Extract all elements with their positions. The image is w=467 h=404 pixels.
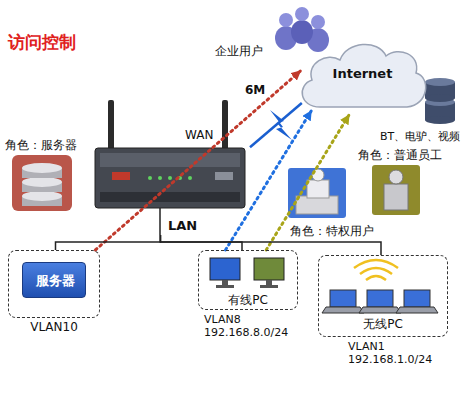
wired-pc-icon — [210, 258, 284, 288]
label-text: 角色：服务器 — [5, 138, 77, 152]
wifi-arc — [354, 260, 398, 268]
node-sublabel: VLAN8 192.168.8.0/24 — [204, 313, 304, 339]
label-text: BT、电驴、视频 — [380, 130, 460, 143]
led — [168, 176, 172, 180]
label-text: 6M — [245, 83, 265, 97]
laptop-base — [396, 307, 438, 313]
vlan-group: 有线PC VLAN8 192.168.8.0/24 — [198, 250, 308, 345]
label-text: 角色：特权用户 — [290, 224, 374, 238]
label-text: 角色：普通员工 — [358, 148, 442, 162]
node-label: WAN — [185, 128, 213, 142]
staff-icon — [372, 165, 420, 215]
node-sublabel: LAN — [168, 218, 197, 234]
person-head — [295, 7, 309, 21]
diagram-title: 访问控制 — [8, 32, 76, 52]
laptop-screen — [330, 290, 356, 307]
laptop-base — [359, 307, 401, 313]
person-body — [291, 20, 313, 44]
desk — [296, 196, 338, 214]
person-body — [307, 180, 329, 198]
cloud-node: Internet — [295, 35, 430, 115]
cylinder — [425, 78, 455, 86]
router-front — [100, 192, 240, 202]
disk — [22, 191, 62, 201]
label-text: 企业用户 — [215, 44, 263, 58]
traffic-arrow — [95, 71, 300, 250]
server-icon — [12, 155, 72, 211]
stand — [266, 280, 272, 285]
person-body — [384, 184, 408, 210]
person-head — [389, 170, 403, 184]
logo-mark — [215, 172, 233, 180]
person-head — [279, 13, 293, 27]
icon-ground — [12, 155, 72, 211]
cylinder — [425, 116, 455, 124]
node-label: VLAN10 — [8, 320, 100, 334]
antenna — [222, 100, 228, 152]
wifi-symbol — [354, 260, 398, 280]
led — [158, 176, 162, 180]
wifi-arc — [366, 276, 386, 280]
disk — [22, 177, 62, 187]
wifi-arc — [360, 268, 392, 274]
privileged-user-icon — [288, 168, 346, 218]
laptop-screen — [404, 290, 430, 307]
lan-wire — [159, 208, 161, 235]
node-label: 服务器 — [23, 273, 87, 289]
monitor — [254, 258, 284, 280]
node-label: 有线PC — [198, 293, 298, 307]
logo-mark — [112, 172, 130, 180]
stand — [260, 285, 278, 288]
router-node: WAN LAN — [90, 100, 250, 235]
antenna — [108, 100, 114, 152]
database-icon — [425, 78, 455, 124]
router-top — [100, 153, 240, 167]
vlan-group: 无线PC VLAN1 192.168.1.0/24 — [318, 255, 458, 363]
server-box: 服务器 — [22, 262, 86, 298]
monitor — [210, 258, 240, 280]
cylinder — [425, 94, 455, 102]
node-label: 无线PC — [318, 317, 448, 331]
node-sublabel: VLAN1 192.168.1.0/24 — [348, 340, 453, 366]
router-body — [95, 148, 245, 208]
disk — [22, 163, 62, 173]
laptop-icon — [322, 290, 438, 313]
icon-ground — [288, 168, 346, 218]
laptop-screen — [367, 290, 393, 307]
led — [148, 176, 152, 180]
led — [188, 176, 192, 180]
enterprise-users-icon — [275, 7, 329, 52]
stand — [216, 285, 234, 288]
stand — [222, 280, 228, 285]
node-label: Internet — [295, 66, 430, 82]
person-head — [311, 15, 325, 29]
vlan-group: VLAN10 服务器 — [8, 250, 103, 338]
router-icon — [95, 100, 245, 235]
link-line — [56, 235, 161, 250]
icon-ground — [372, 165, 420, 215]
laptop-base — [322, 307, 364, 313]
